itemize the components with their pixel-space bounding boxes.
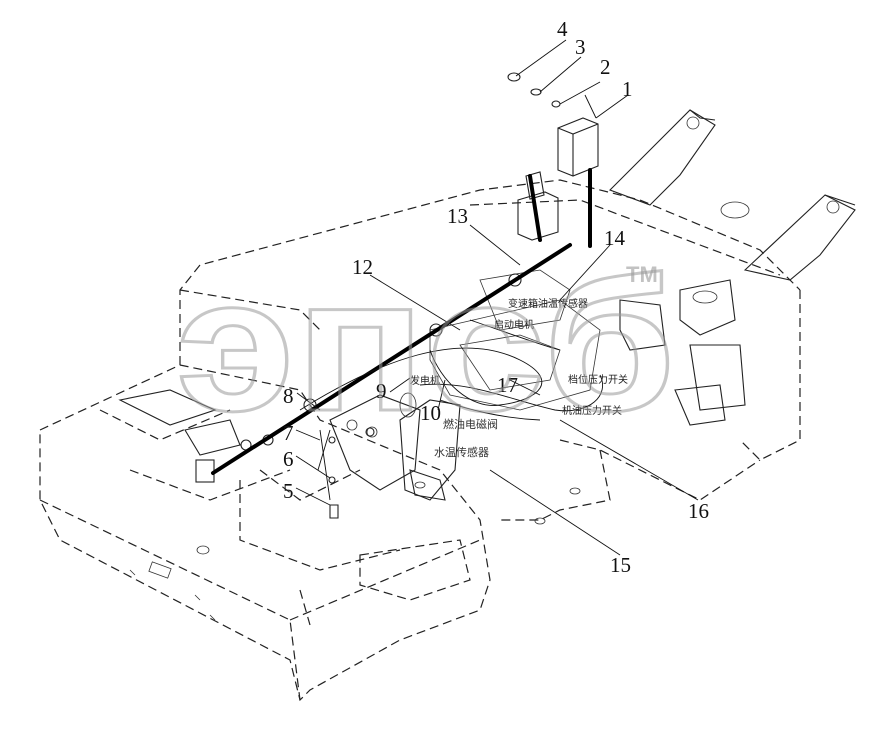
callout-4: 4 [557, 17, 568, 41]
callout-14: 14 [604, 226, 626, 250]
callout-16: 16 [688, 499, 709, 523]
label-water-temp-sensor: 水温传感器 [434, 446, 489, 459]
chassis-frame [39, 109, 856, 702]
callout-5: 5 [283, 479, 294, 503]
sensor-13-housing [517, 171, 559, 241]
callout-1: 1 [622, 77, 633, 101]
wire-harness [211, 168, 603, 501]
relay-box-1 [557, 117, 599, 177]
callout-3: 3 [575, 35, 586, 59]
watermark-text: эпсб [176, 239, 676, 451]
callout-numbers: 1 2 3 4 5 6 7 8 9 10 12 13 14 15 16 17 [283, 17, 709, 577]
callout-17: 17 [497, 373, 518, 397]
leader-lines [295, 39, 699, 556]
label-trans-pressure-switch: 档位压力开关 [568, 373, 628, 386]
watermark-logo: эпсб TM [175, 238, 678, 453]
callout-7: 7 [283, 421, 294, 445]
label-starter-motor: 启动电机 [494, 318, 534, 331]
callout-10: 10 [420, 401, 441, 425]
components [195, 72, 599, 519]
nut-washer-set [507, 72, 561, 108]
label-fuel-solenoid-valve: 燃油电磁阀 [443, 417, 498, 431]
label-generator: 发电机 [410, 374, 440, 387]
connector-block-left [195, 459, 215, 483]
callout-12: 12 [352, 255, 373, 279]
callout-9: 9 [376, 379, 387, 403]
callout-2: 2 [600, 55, 611, 79]
watermark-trademark: TM [626, 262, 658, 287]
component-labels: 变速箱油温传感器 启动电机 发电机 档位压力开关 机油压力开关 燃油电磁阀 水温… [410, 297, 628, 459]
label-trans-oil-temp-sensor: 变速箱油温传感器 [508, 297, 588, 310]
callout-8: 8 [283, 384, 294, 408]
callout-15: 15 [610, 553, 631, 577]
callout-13: 13 [447, 204, 468, 228]
callout-6: 6 [283, 447, 294, 471]
label-oil-pressure-switch: 机油压力开关 [562, 404, 622, 417]
